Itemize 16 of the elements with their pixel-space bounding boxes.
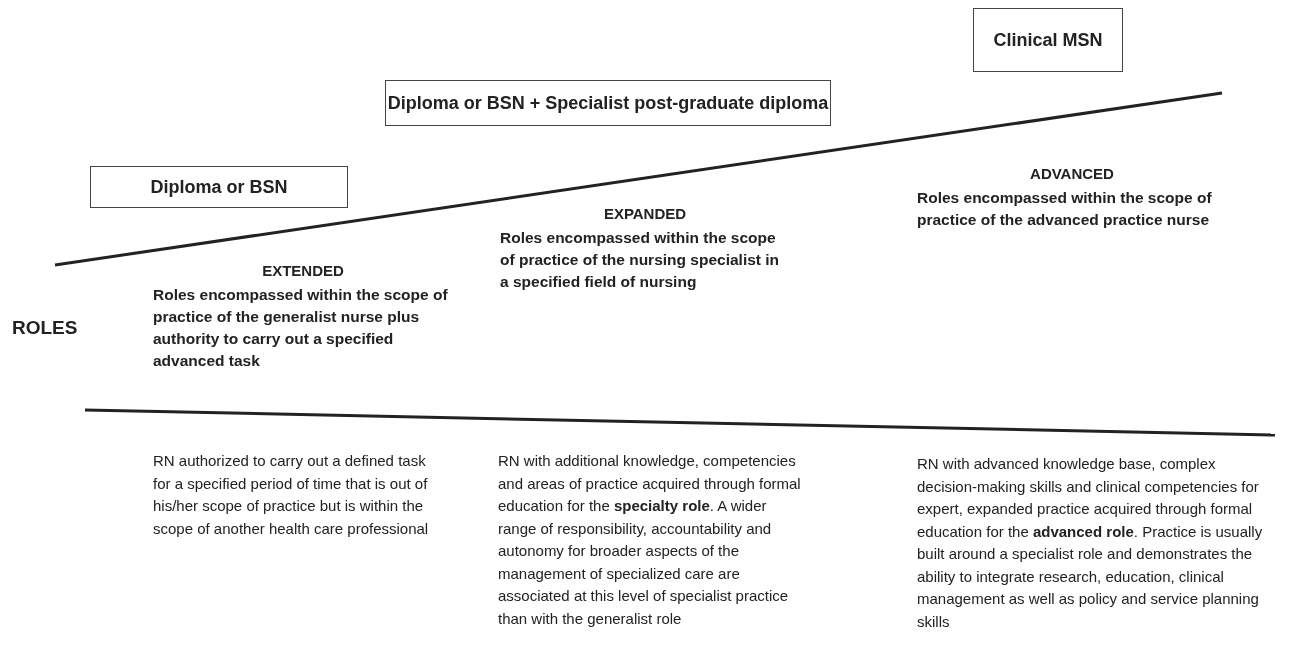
level-heading: ADVANCED — [1029, 164, 1115, 184]
row-heading: ROLES — [12, 316, 79, 340]
level-description: Roles encompassed within the scope of practice of the advanced practice nurse — [917, 188, 1213, 230]
level-heading: EXPANDED — [602, 204, 688, 224]
role-description: RN with additional knowledge, competencies and areas of practice acquired through formal education for the specialty role. A wider range of responsibility, accountability and autonomy for broader aspects of the management of specialized care are associated at this level of specialist practice than with the generalist role — [498, 451, 802, 629]
qualification-text: Diploma or BSN — [150, 176, 288, 199]
role-description: RN with advanced knowledge base, complex decision-making skills and clinical competencies for expert, expanded practice acquired through formal education for the advanced role. Practice is usually built around a specialist role and demonstrates the ability to integrate research, education, clinical management as well as policy and service planning skills — [917, 454, 1264, 632]
qualification-text: Clinical MSN — [993, 29, 1103, 52]
level-description: Roles encompassed within the scope of practice of the nursing specialist in a specified field of nursing — [500, 228, 781, 292]
qualification-box — [973, 8, 1123, 72]
qualification-text: Diploma or BSN + Specialist post-graduate diploma — [387, 92, 829, 115]
role-description: RN authorized to carry out a defined task for a specified period of time that is out of his/her scope of practice but is within the scope of another health care professional — [153, 451, 430, 539]
qualification-box — [90, 166, 348, 208]
level-heading: EXTENDED — [261, 261, 345, 281]
qualification-box — [385, 80, 831, 126]
level-description: Roles encompassed within the scope of practice of the generalist nurse plus authority to carry out a specified advanced task — [153, 285, 449, 371]
